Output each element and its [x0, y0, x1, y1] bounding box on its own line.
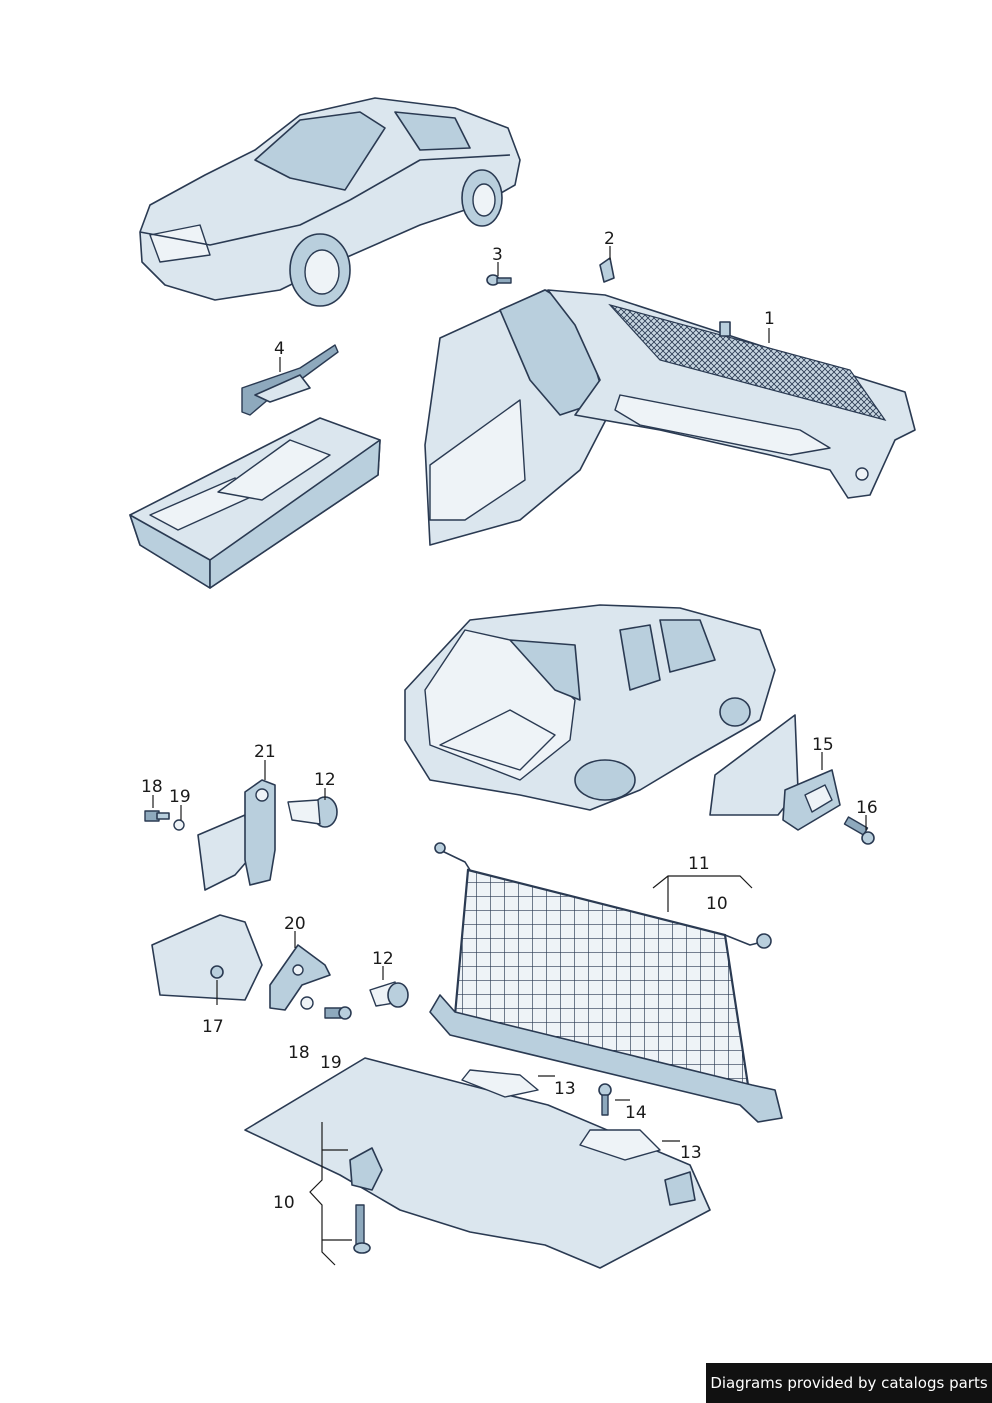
credit-banner: Diagrams provided by catalogs parts — [706, 1363, 992, 1403]
callout-1: 1 — [764, 309, 775, 329]
callout-2: 2 — [604, 229, 615, 249]
callout-10-floor: 10 — [273, 1193, 295, 1213]
callout-13-upper: 13 — [554, 1079, 576, 1099]
part-2-plug — [599, 257, 615, 283]
cargo-interior-cover — [424, 289, 916, 546]
cluster-lower-left — [151, 914, 409, 1020]
callout-17: 17 — [202, 1017, 224, 1037]
callout-16: 16 — [856, 798, 878, 818]
callout-19-upper: 19 — [169, 787, 191, 807]
storage-box — [129, 417, 381, 589]
luggage-net — [429, 842, 783, 1123]
callout-18-lower: 18 — [288, 1043, 310, 1063]
callout-14: 14 — [625, 1103, 647, 1123]
callout-21: 21 — [254, 742, 276, 762]
cluster-upper-left — [144, 779, 338, 891]
part-4-bracket — [241, 344, 339, 416]
callout-labels: 1 2 3 4 11 10 21 12 18 19 15 16 20 12 17… — [141, 229, 878, 1213]
callout-3: 3 — [492, 245, 503, 265]
callout-12-lower: 12 — [372, 949, 394, 969]
callout-18-upper: 18 — [141, 777, 163, 797]
leader-lines — [152, 246, 867, 1266]
cargo-floor — [244, 1057, 711, 1269]
callout-4: 4 — [274, 339, 285, 359]
part-3-screw — [486, 274, 512, 286]
sedan-illustration — [139, 97, 521, 307]
side-panel-15 — [709, 714, 841, 831]
callout-11: 11 — [688, 854, 710, 874]
callout-20: 20 — [284, 914, 306, 934]
callout-12-upper: 12 — [314, 770, 336, 790]
part-16-bolt — [843, 816, 875, 845]
callout-13-lower: 13 — [680, 1143, 702, 1163]
callout-10-net: 10 — [706, 894, 728, 914]
credit-text: Diagrams provided by catalogs parts — [710, 1374, 988, 1392]
estate-car-illustration — [404, 604, 776, 811]
callout-15: 15 — [812, 735, 834, 755]
callout-19-lower: 19 — [320, 1053, 342, 1073]
